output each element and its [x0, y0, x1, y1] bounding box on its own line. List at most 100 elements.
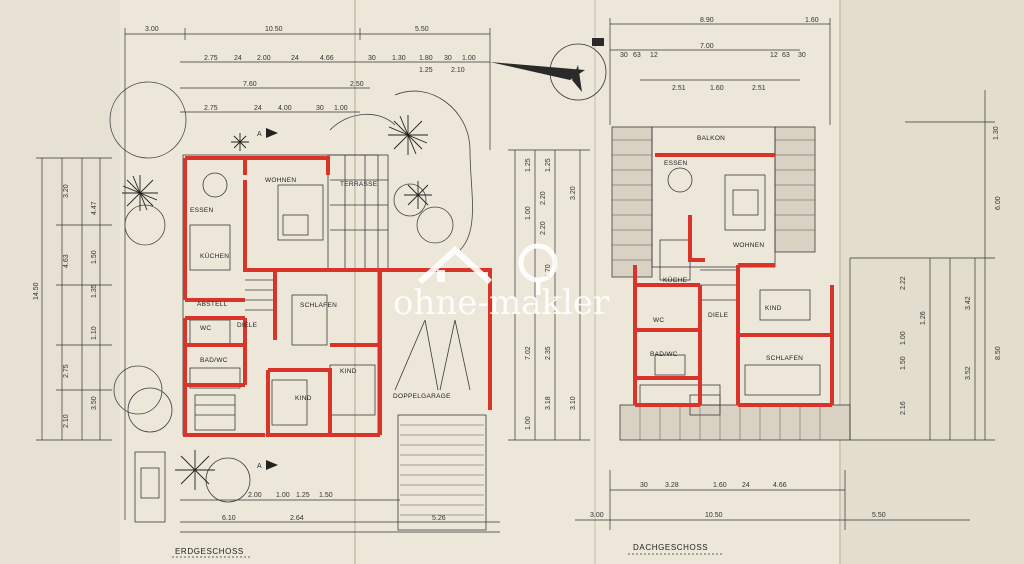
attic-dim-right-2: 3.42	[965, 296, 972, 310]
attic-room-label-kueche: KÜCHE	[663, 276, 688, 284]
tree-symbols	[122, 115, 432, 490]
dim-row-b-2: 4.00	[278, 105, 292, 112]
dim-left-6: 2.75	[63, 364, 70, 378]
attic-dim-mid-total: 7.00	[700, 43, 714, 50]
attic-room-label-schlafen: SCHLAFEN	[766, 355, 803, 362]
room-label-abstell: ABSTELL	[197, 301, 228, 308]
room-label-essen: ESSEN	[190, 207, 214, 214]
room-label-kuechen: KÜCHEN	[200, 252, 229, 260]
section-marker-top-label: A	[257, 131, 262, 138]
attic-room-label-essen: ESSEN	[664, 160, 688, 167]
dim-bottom-0: 2.00	[248, 492, 262, 499]
roof-slopes	[611, 126, 851, 441]
attic-dim-bottom-left: 3.00	[590, 512, 604, 519]
attic-dim-row-b-0: 2.51	[672, 85, 686, 92]
dim-top-left: 3.00	[145, 26, 159, 33]
dim-bottom-2: 1.25	[296, 492, 310, 499]
attic-dim-row-b-1: 1.60	[710, 85, 724, 92]
dim-left-5: 1.10	[91, 326, 98, 340]
dim-row-a-8: 30	[444, 55, 452, 62]
dim-row-a-3: 24	[291, 55, 299, 62]
ground-floor-top-dimensions	[124, 28, 491, 520]
dim-bottom-4: 2.64	[290, 515, 304, 522]
dim-row-a-1: 24	[234, 55, 242, 62]
dim-bottom-1: 1.00	[276, 492, 290, 499]
dim-row-a-9: 1.00	[462, 55, 476, 62]
dim-row-b-1: 24	[254, 105, 262, 112]
attic-dim-bottom-row-3: 24	[742, 482, 750, 489]
dim-mid-total: 7.60	[243, 81, 257, 88]
dim-row-a2-1: 2.10	[451, 67, 465, 74]
attic-room-label-wohnen: WOHNEN	[733, 242, 764, 249]
attic-dim-bottom-total: 10.50	[705, 512, 723, 519]
dim-right-2: 1.00	[525, 206, 532, 220]
garden-landscaping	[109, 81, 473, 503]
dim-row-a-6: 1.30	[392, 55, 406, 62]
attic-dim-side-far: 5.50	[872, 512, 886, 519]
room-label-diele: DIELE	[237, 322, 258, 329]
dim-right-9: 2.20	[540, 221, 547, 235]
dim-mid-right: 2.50	[350, 81, 364, 88]
roof-tile-hatching	[612, 139, 821, 440]
room-label-kind-1: KIND	[295, 395, 312, 402]
room-label-kind-2: KIND	[340, 368, 357, 375]
ground-floor-walls	[183, 156, 492, 437]
watermark-logo: ohne-makler	[393, 243, 610, 323]
attic-dim-row-a-1: 63	[633, 52, 641, 59]
attic-walls	[633, 153, 834, 407]
attic-dim-right-1: 2.22	[900, 276, 907, 290]
attic-bottom-dimensions	[575, 470, 970, 530]
ground-floor-left-dimensions	[36, 157, 112, 441]
attic-room-label-kind: KIND	[765, 305, 782, 312]
attic-dim-right-total: 8.50	[995, 346, 1002, 360]
attic-dim-row-a-0: 30	[620, 52, 628, 59]
attic-dim-bottom-row-1: 3.28	[665, 482, 679, 489]
attic-interior-lines	[639, 126, 821, 416]
attic-dim-bottom-row-4: 4.66	[773, 482, 787, 489]
dim-left-4: 1.35	[91, 284, 98, 298]
attic-dim-top-right: 1.60	[805, 17, 819, 24]
dim-left-3: 1.50	[91, 250, 98, 264]
attic-floor-title: DACHGESCHOSS	[633, 543, 708, 552]
tree-icon	[518, 243, 558, 295]
room-label-schlafen: SCHLAFEN	[300, 302, 337, 309]
attic-room-label-bad-wc: BAD/WC	[650, 351, 678, 358]
attic-dim-right-4: 1.50	[900, 356, 907, 370]
attic-dim-row-a-4: 63	[782, 52, 790, 59]
dim-row-b-3: 30	[316, 105, 324, 112]
room-label-wc: WC	[200, 325, 211, 332]
attic-room-label-diele: DIELE	[708, 312, 729, 319]
attic-room-label-balkon: BALKON	[697, 135, 725, 142]
dim-right-11: 1.00	[525, 416, 532, 430]
dim-right-8: 2.20	[540, 191, 547, 205]
paper-fold-left	[0, 0, 120, 564]
dim-bottom-5: 5.26	[432, 515, 446, 522]
room-label-terrasse: TERRASSE	[340, 181, 378, 188]
room-label-bad-wc: BAD/WC	[200, 357, 228, 364]
attic-room-label-wc: WC	[653, 317, 664, 324]
dim-right-10: 3.20	[570, 186, 577, 200]
attic-dim-right-5: 2.16	[900, 401, 907, 415]
dim-right-1: 1.25	[525, 158, 532, 172]
room-label-wohnen: WOHNEN	[265, 177, 296, 184]
dim-right-total: 7.02	[525, 346, 532, 360]
dim-left-8: 3.50	[91, 396, 98, 410]
dim-row-b-4: 1.00	[334, 105, 348, 112]
attic-dim-bottom-row-2: 1.60	[713, 482, 727, 489]
dim-right-4: 4.70	[545, 264, 552, 278]
dim-left-7: 2.10	[63, 414, 70, 428]
attic-dim-row-a-3: 12	[770, 52, 778, 59]
ground-floor-bottom-dimensions	[180, 499, 500, 533]
attic-dim-right-6: 1.00	[900, 331, 907, 345]
dim-left-2: 4.63	[63, 254, 70, 268]
dim-row-b-0: 2.75	[204, 105, 218, 112]
attic-dim-right-0: 1.30	[993, 126, 1000, 140]
north-arrow	[490, 38, 607, 101]
dim-row-a2-0: 1.25	[419, 67, 433, 74]
attic-dim-row-a-2: 12	[650, 52, 658, 59]
ground-floor-plan: 3.00 10.50 5.50 2.75 24 2.00 24 4.66 30 …	[33, 26, 590, 558]
attic-dim-bottom-row-0: 30	[640, 482, 648, 489]
dim-row-a-7: 1.80	[419, 55, 433, 62]
attic-top-dimensions	[609, 18, 831, 125]
